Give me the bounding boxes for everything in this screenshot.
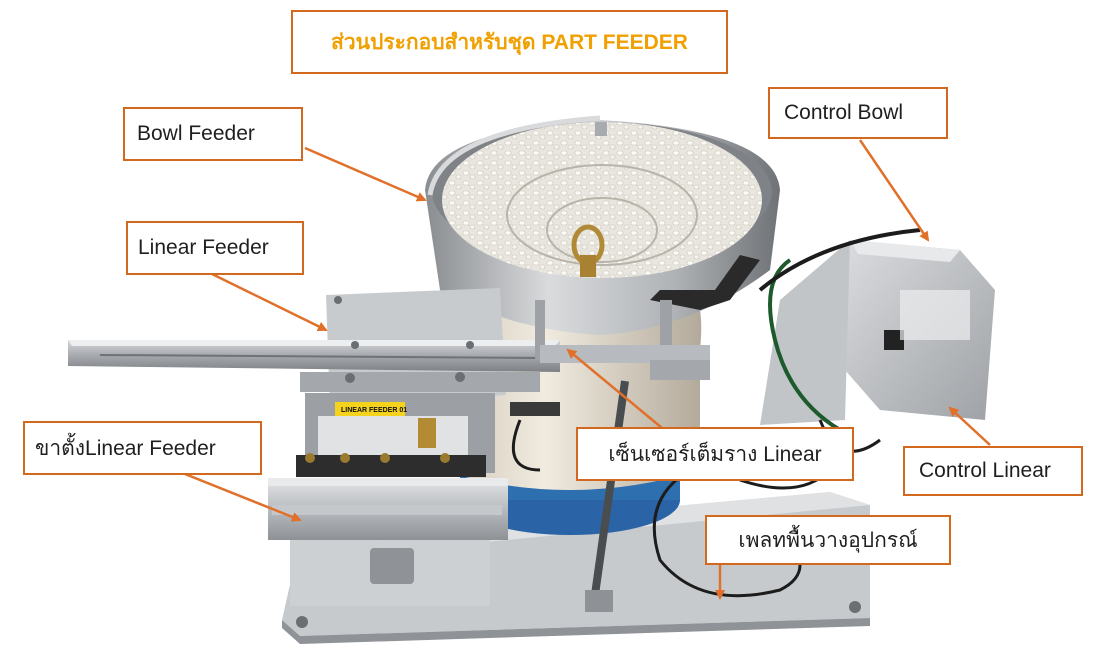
base-plate-label: เพลทพื้นวางอุปกรณ์ xyxy=(705,515,951,565)
linear-feeder-stand xyxy=(268,478,508,606)
control-linear-label: Control Linear xyxy=(903,446,1083,496)
bowl-feeder-label: Bowl Feeder xyxy=(123,107,303,161)
device-plate-text: LINEAR FEEDER 01 xyxy=(341,407,407,414)
linear-feeder-label: Linear Feeder xyxy=(126,221,304,275)
linear-full-sensor-label: เซ็นเซอร์เต็มราง Linear xyxy=(576,427,854,481)
control-bowl-label: Control Bowl xyxy=(768,87,948,139)
arrow-icon xyxy=(184,139,991,600)
control-bowl-box xyxy=(758,228,995,453)
linear-feeder-stand-label: ขาตั้งLinear Feeder xyxy=(23,421,262,475)
bowl-feeder-bowl xyxy=(425,115,780,335)
linear-drive-unit: LINEAR FEEDER 01 xyxy=(296,393,495,477)
page-title: ส่วนประกอบสำหรับชุด PART FEEDER xyxy=(291,10,728,74)
linear-feeder-rail xyxy=(68,288,560,410)
